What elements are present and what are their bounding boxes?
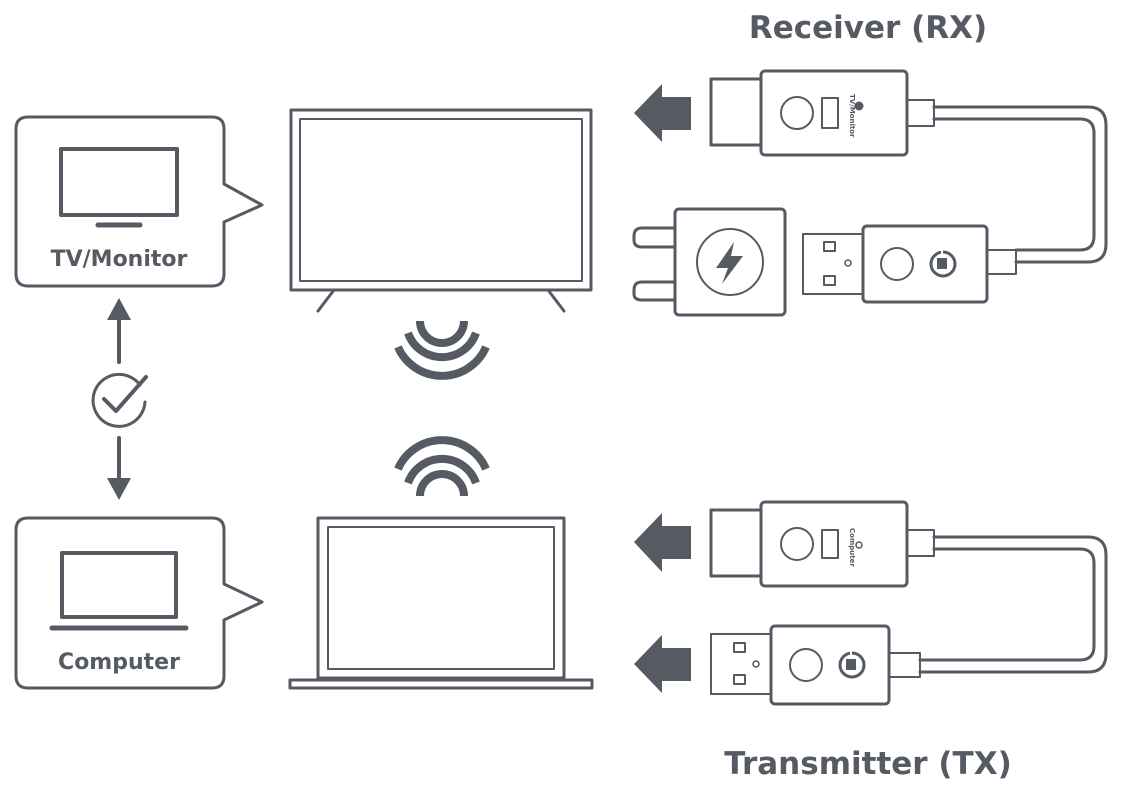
left-arrow-icon — [634, 635, 691, 693]
laptop-icon — [49, 551, 189, 631]
transmitter-dongle-label: Computer — [848, 528, 856, 567]
lightning-bolt-icon — [716, 242, 743, 284]
tv-illustration — [289, 108, 593, 313]
down-arrow-icon — [107, 436, 131, 500]
check-circle-icon — [91, 372, 148, 428]
wifi-signal-icon — [394, 436, 490, 497]
left-arrow-icon — [634, 84, 691, 142]
power-plug-icon — [929, 250, 957, 278]
computer-callout — [14, 516, 264, 690]
monitor-icon — [59, 147, 179, 228]
transmitter-hdmi-dongle — [709, 500, 1108, 674]
up-arrow-icon — [107, 298, 131, 364]
transmitter-usb-dongle — [710, 624, 921, 706]
power-plug-icon — [838, 651, 866, 679]
receiver-hdmi-dongle — [709, 69, 1108, 264]
transmitter-heading: Transmitter (TX) — [724, 746, 1012, 782]
laptop-illustration — [288, 516, 594, 690]
power-adapter — [632, 207, 787, 317]
tv-monitor-label: TV/Monitor — [51, 247, 188, 272]
receiver-dongle-label: TV/Monitor — [848, 94, 856, 138]
wifi-signal-icon — [394, 320, 490, 380]
left-arrow-icon — [634, 513, 691, 572]
insert-arrows — [634, 84, 691, 693]
tv-monitor-callout — [14, 115, 264, 288]
receiver-heading: Receiver (RX) — [749, 10, 987, 46]
receiver-usb-power-dongle — [802, 224, 1017, 304]
computer-label: Computer — [58, 650, 180, 675]
